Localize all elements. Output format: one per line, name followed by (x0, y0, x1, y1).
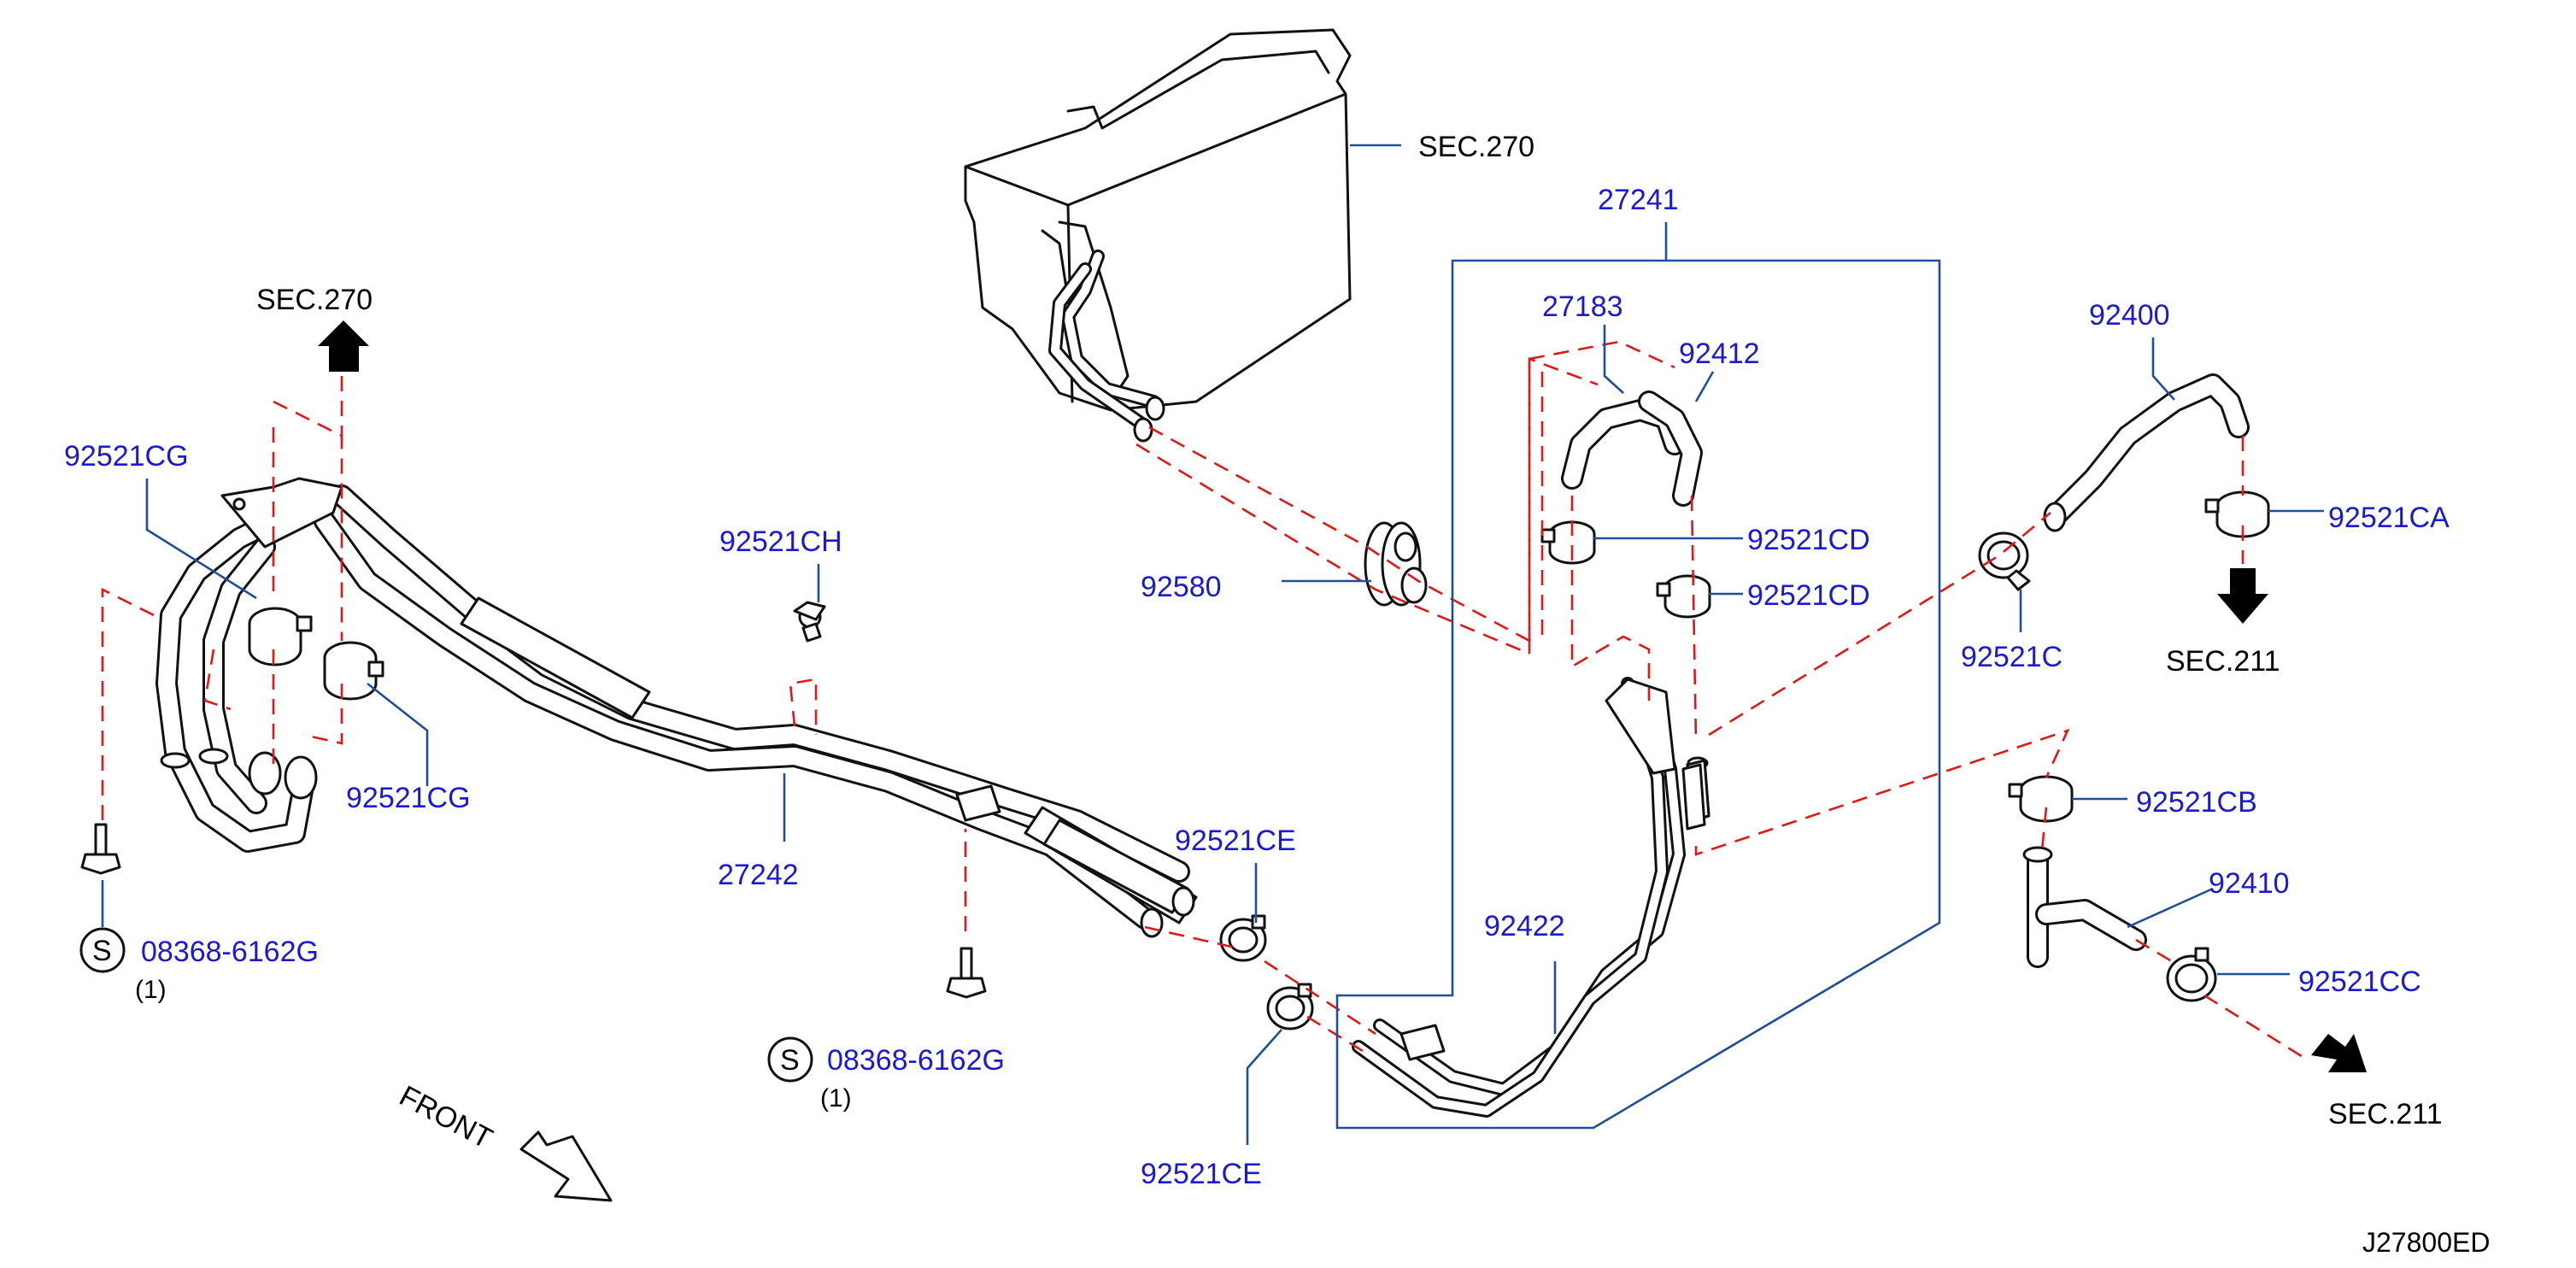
label-92521CA[interactable]: 92521CA (2328, 502, 2450, 534)
clamp-92521CD-lower-drawing (1656, 574, 1711, 619)
leader-27241 (1335, 222, 1941, 1130)
label-92521CD-lower[interactable]: 92521CD (1747, 579, 1870, 612)
clamp-92521CA-drawing (2204, 490, 2270, 538)
label-bolt-center-qty: (1) (820, 1084, 852, 1112)
label-92521CG-top[interactable]: 92521CG (64, 440, 189, 473)
label-27183[interactable]: 27183 (1542, 291, 1623, 323)
leader-lines (101, 144, 2324, 1145)
label-92422[interactable]: 92422 (1484, 910, 1565, 942)
label-bolt-left[interactable]: 08368-6162G (141, 936, 319, 968)
label-92521C[interactable]: 92521C (1961, 641, 2063, 673)
label-92410[interactable]: 92410 (2209, 867, 2290, 900)
leader-92521CG-top (145, 478, 257, 600)
tube-assembly-92422-drawing (1352, 677, 1710, 1118)
hose-92410-drawing (2022, 846, 2147, 968)
leader-27183 (1603, 325, 1624, 394)
diagram-code: J27800ED (2362, 1227, 2490, 1258)
label-27241[interactable]: 27241 (1598, 184, 1679, 216)
arrow-down-sec211-upper (2217, 568, 2268, 624)
label-bolt-center[interactable]: 08368-6162G (827, 1044, 1005, 1077)
clamp-92521CD-upper-drawing (1540, 520, 1596, 565)
clip-92521CH-drawing (793, 601, 826, 643)
label-92521CE-upper[interactable]: 92521CE (1175, 825, 1296, 857)
arrow-diag-sec211-lower (2311, 1034, 2367, 1072)
label-92521CD-upper[interactable]: 92521CD (1747, 524, 1870, 556)
tube-assembly-27242-drawing (155, 477, 1198, 938)
clamp-92521C-drawing (1978, 531, 2031, 591)
s-symbol-center: S (780, 1044, 800, 1077)
clamp-92521CG-top-drawing (248, 607, 313, 666)
leader-92410 (2127, 887, 2214, 929)
bolt-center-drawing (946, 947, 987, 999)
front-direction-arrow (519, 1130, 613, 1202)
label-sec211-lower: SEC.211 (2328, 1098, 2443, 1130)
label-92521CG-bottom[interactable]: 92521CG (346, 782, 471, 814)
s-symbol-left-circle (79, 927, 126, 973)
arrow-up-sec270 (318, 320, 369, 372)
clamp-92521CG-bottom-drawing (323, 641, 384, 701)
leader-92400 (2151, 338, 2175, 401)
label-sec270-top: SEC.270 (1418, 131, 1534, 163)
s-symbol-center-circle (767, 1036, 813, 1083)
connector-pipe-drawing (1681, 759, 1710, 831)
label-92412[interactable]: 92412 (1679, 338, 1760, 370)
clamp-92521CE-upper-drawing (1219, 914, 1267, 962)
s-symbol-left: S (92, 935, 112, 967)
label-92521CB[interactable]: 92521CB (2136, 786, 2257, 819)
dashed-connection-lines (101, 340, 2308, 1061)
clamp-92521CE-lower-drawing (1266, 983, 1314, 1030)
label-sec270-left: SEC.270 (256, 284, 373, 316)
bolt-left-drawing (80, 823, 121, 875)
label-92521CE-lower[interactable]: 92521CE (1141, 1158, 1262, 1190)
label-92400[interactable]: 92400 (2089, 299, 2170, 332)
clamp-92521CB-drawing (2008, 775, 2074, 823)
label-front: FRONT (394, 1080, 497, 1156)
leader-92521CE-lower (1246, 1029, 1282, 1145)
label-sec211-upper: SEC.211 (2166, 645, 2280, 678)
label-92521CC[interactable]: 92521CC (2298, 966, 2421, 998)
leader-92521CG-bottom (367, 682, 429, 786)
clamp-92521CC-drawing (2166, 947, 2217, 1002)
label-27242[interactable]: 27242 (718, 859, 799, 891)
heater-unit-drawing (964, 28, 1352, 443)
label-92580[interactable]: 92580 (1141, 571, 1222, 603)
label-92521CH[interactable]: 92521CH (719, 525, 842, 558)
hose-92400-drawing (2043, 373, 2250, 532)
label-bolt-left-qty: (1) (135, 976, 167, 1004)
leader-92412 (1694, 371, 1715, 402)
hose-92412-drawing (1638, 390, 1703, 507)
grommet-92580-drawing (1364, 521, 1428, 607)
